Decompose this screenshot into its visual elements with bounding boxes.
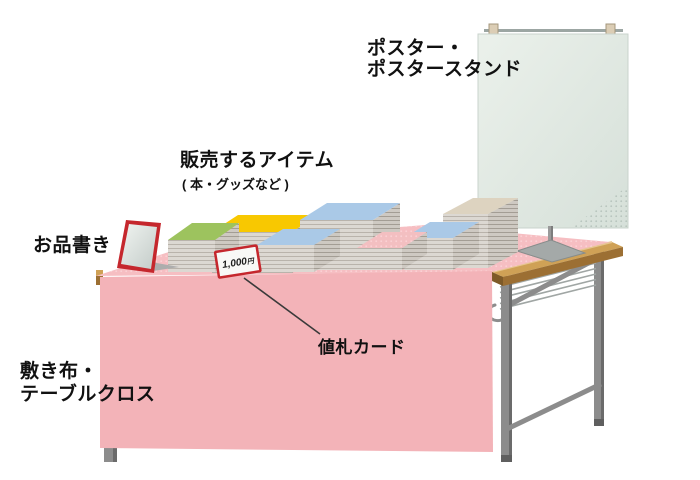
poster-base-plate: [515, 239, 587, 263]
table-upper-brace: [509, 256, 598, 307]
label-items-title: 販売するアイテム: [180, 150, 335, 171]
poster-sheet: [477, 33, 629, 229]
table-back-foot: [594, 419, 604, 426]
label-price-card: 値札カード: [318, 338, 406, 357]
price-card-text: 1,000円: [221, 255, 255, 271]
tablecloth-front: [100, 271, 493, 452]
label-poster-stand: ポスター・ ポスタースタンド: [367, 38, 523, 80]
label-menu-sign: お品書き: [33, 235, 112, 256]
poster-stand-base: [515, 226, 587, 263]
poster-halftone-corner: [572, 186, 628, 227]
poster-stand: [477, 23, 629, 229]
table-front-foot: [501, 455, 512, 462]
table-left-foot-shade: [113, 448, 117, 462]
table-left-wood-top: [96, 270, 103, 276]
book-stack-pink-low: [357, 232, 427, 270]
table-back-leg-shade: [601, 248, 604, 426]
price-card: 1,000円: [213, 244, 262, 279]
label-tablecloth: 敷き布・ テーブルクロス: [20, 361, 156, 405]
book-stack-blue-medium: [257, 229, 340, 272]
menu-sign-easel: [151, 262, 179, 271]
table-left-end: [96, 270, 117, 462]
table-front-leg: [501, 276, 512, 462]
poster-crossbar: [484, 29, 623, 32]
table-front-leg-shade: [509, 276, 512, 462]
menu-sign-face: [121, 224, 157, 269]
table-lower-brace: [505, 381, 603, 432]
menu-sign-stand: [117, 220, 179, 273]
label-items-subtitle: ( 本・グッズなど ): [182, 177, 289, 192]
folding-table-frame: [487, 241, 623, 462]
price-leader-line: [243, 277, 321, 335]
table-back-leg: [594, 248, 604, 426]
table-left-wood-front: [96, 276, 103, 285]
